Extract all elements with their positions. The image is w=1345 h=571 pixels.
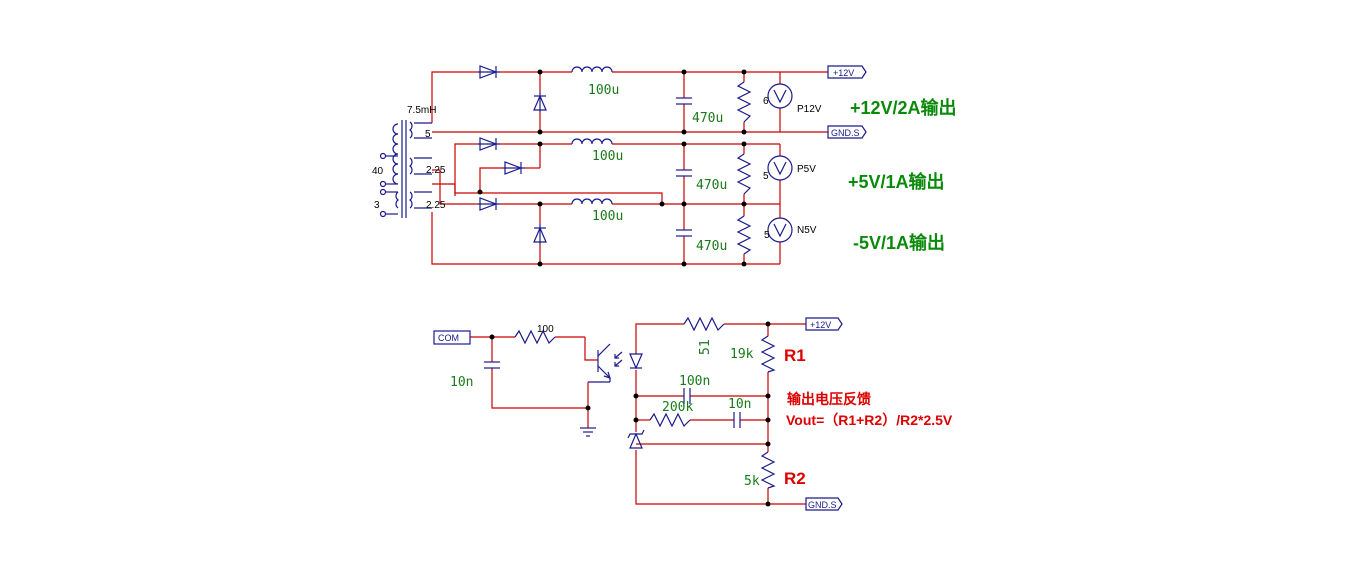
- diode-d1: [478, 65, 500, 79]
- resistor-r1: [760, 335, 776, 373]
- capacitor-100n-value: 100n: [679, 374, 710, 389]
- capacitor-10n-left-value: 10n: [450, 375, 473, 390]
- capacitor-c1: [676, 97, 692, 105]
- feedback-formula: Vout=（R1+R2）/R2*2.5V: [786, 412, 953, 428]
- top-components: [379, 65, 867, 255]
- port-plus12-top-icon: [827, 65, 867, 79]
- port-com-icon: [433, 330, 471, 345]
- bottom-junctions: [489, 321, 771, 507]
- top-junctions: [477, 69, 747, 267]
- resistor-load2: [736, 153, 752, 195]
- voltmeter-p5v-icon: [767, 155, 793, 181]
- tl431-regulator-icon: [627, 429, 645, 449]
- resistor-200k-value: 200k: [662, 400, 693, 415]
- optocoupler-transistor-icon: [588, 343, 623, 383]
- diode-d2: [478, 137, 500, 151]
- capacitor-10n-left: [484, 361, 500, 369]
- meter-p12v-name: P12V: [797, 104, 822, 115]
- label-r1: R1: [784, 346, 806, 365]
- inductor-l2-value: 100u: [592, 149, 623, 164]
- diode-d5: [533, 92, 547, 112]
- transformer-icon: [379, 120, 432, 218]
- bottom-wires: [470, 323, 806, 505]
- capacitor-c3-value: 470u: [696, 239, 727, 254]
- capacitor-c2: [676, 169, 692, 177]
- capacitor-100n: [683, 388, 691, 404]
- port-com-label: COM: [438, 333, 459, 343]
- resistor-r2: [760, 451, 776, 489]
- resistor-51-value: 51: [698, 339, 713, 355]
- inductor-l3: [571, 198, 613, 205]
- capacitor-c2-value: 470u: [696, 178, 727, 193]
- inductor-l3-value: 100u: [592, 209, 623, 224]
- resistor-r1-value: 19k: [730, 347, 754, 362]
- output-label-5v: +5V/1A输出: [848, 171, 945, 192]
- transformer-aux-turns: 3: [374, 200, 380, 211]
- output-label-neg5v: -5V/1A输出: [853, 232, 945, 253]
- opto-led-icon: [629, 353, 643, 370]
- meter-p5v-name: P5V: [797, 164, 816, 175]
- diode-d4: [478, 197, 500, 211]
- port-plus12-bottom-icon: [805, 317, 843, 331]
- feedback-title: 输出电压反馈: [787, 391, 871, 407]
- resistor-r2-value: 5k: [744, 474, 760, 489]
- capacitor-10n-right: [733, 412, 741, 428]
- capacitor-c3: [676, 229, 692, 237]
- port-gnd-bottom-icon: [805, 497, 843, 511]
- resistor-load1: [736, 81, 752, 123]
- port-gnd-top-label: GND.S: [831, 128, 860, 138]
- voltmeter-p12v-icon: [767, 83, 793, 109]
- transformer-inductance-label: 7.5mH: [407, 105, 436, 116]
- resistor-load3: [736, 215, 752, 255]
- meter-n5v-name: N5V: [797, 225, 817, 236]
- top-wires: [431, 71, 828, 265]
- capacitor-10n-right-value: 10n: [728, 397, 751, 412]
- port-gnd-top-icon: [827, 125, 867, 139]
- ground-icon: [580, 427, 596, 437]
- resistor-100: [514, 329, 556, 345]
- transformer-primary-turns: 40: [372, 166, 384, 177]
- meter-n5v-load: 5: [764, 230, 770, 241]
- resistor-200k: [649, 412, 691, 428]
- port-plus12-bottom-label: +12V: [810, 320, 831, 330]
- transformer-sec-a-turns: 5: [425, 129, 431, 140]
- meter-p12v-load: 6: [763, 96, 769, 107]
- output-label-12v: +12V/2A输出: [850, 97, 957, 118]
- meter-p5v-load: 5: [763, 171, 769, 182]
- diode-d3: [503, 161, 525, 175]
- inductor-l2: [571, 138, 613, 145]
- transformer-sec-b-turns: 2.25: [426, 165, 446, 176]
- diode-d6: [533, 224, 547, 244]
- port-gnd-bottom-label: GND.S: [808, 500, 837, 510]
- port-plus12-top-label: +12V: [833, 68, 854, 78]
- label-r2: R2: [784, 469, 806, 488]
- resistor-100-value: 100: [537, 324, 554, 335]
- inductor-l1-value: 100u: [588, 83, 619, 98]
- inductor-l1: [571, 66, 613, 73]
- capacitor-c1-value: 470u: [692, 111, 723, 126]
- resistor-51: [683, 316, 725, 332]
- transformer-sec-c-turns: 2.25: [426, 200, 446, 211]
- bottom-components: [433, 316, 843, 511]
- voltmeter-n5v-icon: [767, 217, 793, 243]
